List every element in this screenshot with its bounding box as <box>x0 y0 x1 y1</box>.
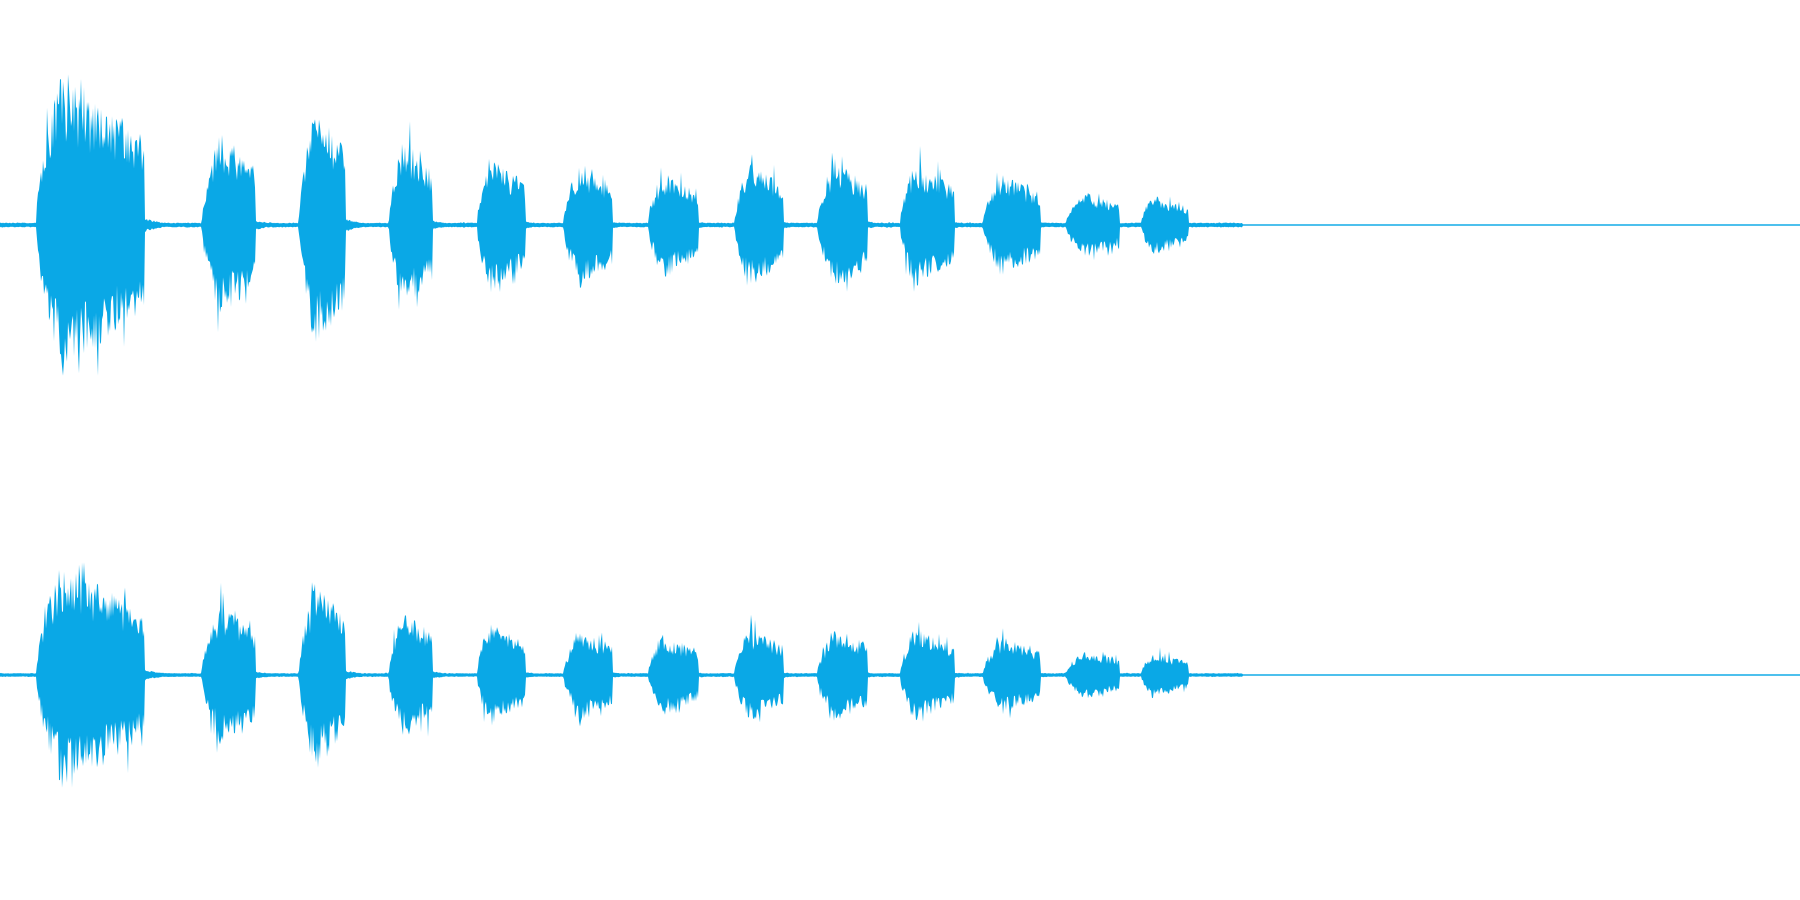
channel-right-waveform <box>0 562 1800 788</box>
channel-left-waveform <box>0 74 1800 376</box>
